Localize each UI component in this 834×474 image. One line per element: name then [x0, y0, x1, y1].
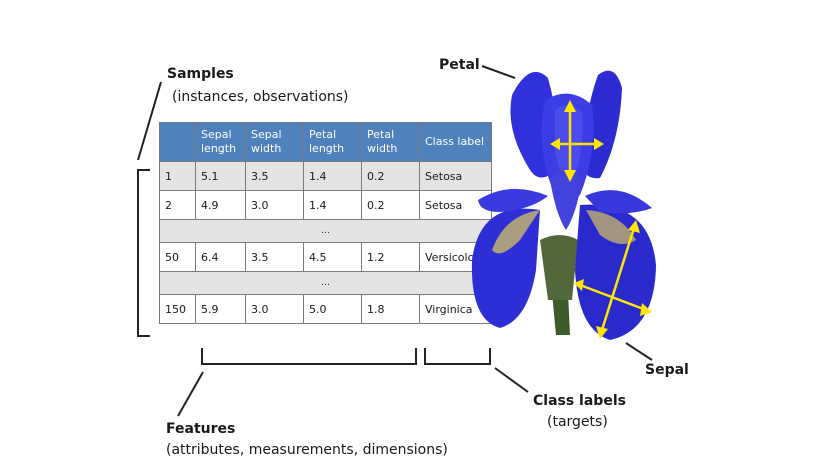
features-subtitle: (attributes, measurements, dimensions) — [166, 442, 448, 458]
cell: 3.0 — [245, 190, 304, 220]
cell: 5.0 — [303, 294, 362, 324]
samples-title: Samples — [167, 66, 234, 82]
header-petal-width: Petal width — [361, 122, 420, 162]
features-title: Features — [166, 421, 236, 437]
features-bracket — [201, 348, 417, 365]
cell: 1 — [159, 161, 196, 191]
samples-pointer-line — [137, 81, 162, 161]
iris-data-table: Sepal length Sepal width Petal length Pe… — [159, 122, 492, 324]
class-labels-pointer-line — [494, 367, 529, 393]
cell: 150 — [159, 294, 196, 324]
samples-subtitle: (instances, observations) — [172, 89, 349, 105]
cell: Setosa — [419, 161, 492, 191]
petal-label: Petal — [439, 57, 480, 73]
sepal-length-arrow — [600, 227, 636, 331]
sepal-width-arrow — [579, 283, 647, 312]
class-labels-title: Class labels — [533, 393, 626, 409]
features-pointer-line — [177, 371, 204, 417]
table-ellipsis-row: … — [159, 219, 492, 243]
cell: 1.8 — [361, 294, 420, 324]
sepal-pointer-line — [625, 342, 653, 361]
cell: 3.5 — [245, 242, 304, 272]
cell: 4.5 — [303, 242, 362, 272]
cell: 3.5 — [245, 161, 304, 191]
header-class-label: Class label — [419, 122, 492, 162]
cell: 4.9 — [195, 190, 246, 220]
cell: 1.4 — [303, 161, 362, 191]
cell: 0.2 — [361, 161, 420, 191]
header-petal-length: Petal length — [303, 122, 362, 162]
cell: 3.0 — [245, 294, 304, 324]
iris-flower-image — [471, 70, 656, 340]
header-sepal-width: Sepal width — [245, 122, 304, 162]
class-labels-bracket — [424, 348, 491, 365]
cell: 50 — [159, 242, 196, 272]
ellipsis-cell: … — [159, 219, 492, 243]
table-row: 1 5.1 3.5 1.4 0.2 Setosa — [159, 161, 492, 191]
class-labels-subtitle: (targets) — [547, 414, 608, 430]
table-header-row: Sepal length Sepal width Petal length Pe… — [159, 122, 492, 162]
samples-bracket — [137, 169, 150, 337]
cell: 2 — [159, 190, 196, 220]
sepal-label: Sepal — [645, 362, 689, 378]
petal-pointer-line — [481, 65, 516, 79]
header-index — [159, 122, 196, 162]
measurement-arrows — [550, 100, 652, 339]
